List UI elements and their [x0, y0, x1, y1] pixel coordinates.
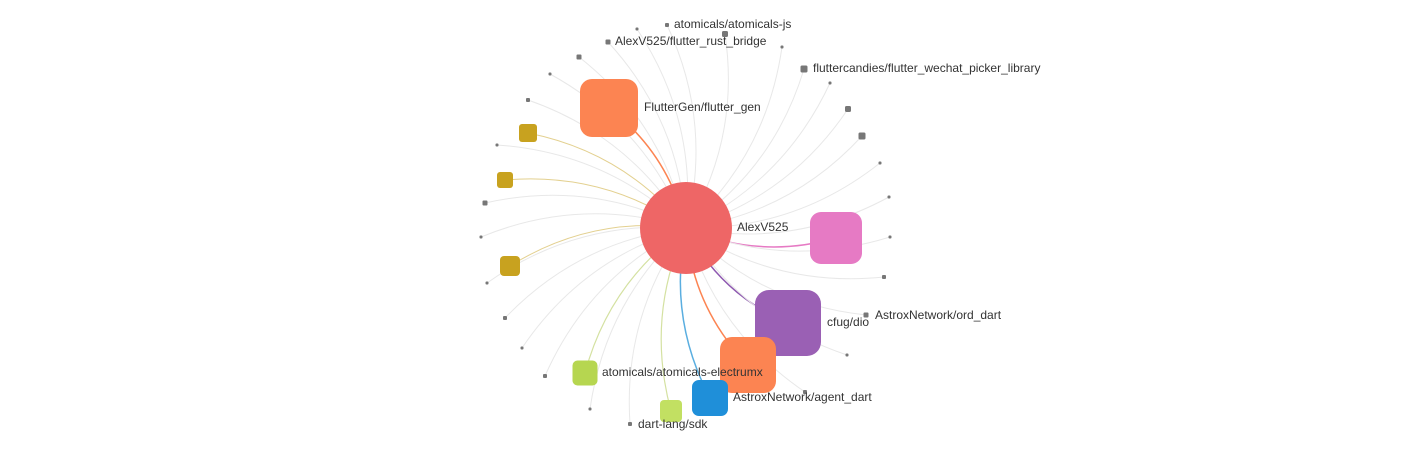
node-gray-22[interactable] [845, 353, 849, 357]
node-gray-20[interactable] [888, 235, 892, 239]
node-gray-4[interactable] [576, 54, 582, 60]
label-dart-sdk: dart-lang/sdk [638, 417, 708, 431]
label-flutter-gen: FlutterGen/flutter_gen [644, 100, 761, 114]
node-gray-8[interactable] [482, 200, 488, 206]
node-gray-19[interactable] [887, 195, 891, 199]
node-flutter-gen[interactable] [580, 79, 638, 137]
labels-layer: AlexV525 FlutterGen/flutter_gen atomical… [602, 17, 1040, 431]
node-gray-11[interactable] [503, 316, 507, 320]
node-orange-repo[interactable] [720, 337, 776, 393]
node-gray-9[interactable] [479, 235, 483, 239]
label-atomicals-js: atomicals/atomicals-js [674, 17, 791, 31]
center-node-label: AlexV525 [737, 220, 789, 234]
node-dart-sdk[interactable] [628, 422, 632, 426]
node-gray-23[interactable] [803, 390, 807, 394]
node-gold-2[interactable] [497, 172, 513, 188]
node-wechat-picker[interactable] [800, 65, 808, 73]
node-gray-12[interactable] [520, 346, 524, 350]
node-gray-13[interactable] [543, 374, 547, 378]
node-gray-3[interactable] [635, 27, 639, 31]
node-gray-14[interactable] [588, 407, 592, 411]
node-atomicals-electrumx[interactable] [572, 360, 598, 386]
label-wechat-picker: fluttercandies/flutter_wechat_picker_lib… [813, 61, 1040, 75]
node-gray-10[interactable] [485, 281, 489, 285]
node-lime-repo[interactable] [660, 400, 682, 422]
node-gray-21[interactable] [882, 275, 886, 279]
node-gold-1[interactable] [519, 124, 537, 142]
label-atomicals-electrumx: atomicals/atomicals-electrumx [602, 365, 763, 379]
node-gray-6[interactable] [526, 98, 530, 102]
node-agent-dart[interactable] [692, 380, 728, 416]
node-gray-17[interactable] [858, 132, 866, 140]
label-dio: cfug/dio [827, 315, 869, 329]
node-gray-5[interactable] [548, 72, 552, 76]
node-atomicals-js[interactable] [665, 23, 669, 27]
node-gray-18[interactable] [878, 161, 882, 165]
nodes-layer [479, 23, 892, 426]
label-agent-dart: AstroxNetwork/agent_dart [733, 390, 872, 404]
node-gray-15[interactable] [828, 81, 832, 85]
node-ord-dart[interactable] [863, 312, 869, 318]
node-cfug-dio[interactable] [755, 290, 821, 356]
node-gray-16[interactable] [845, 106, 851, 112]
center-node[interactable] [640, 182, 732, 274]
node-flutter-rust-bridge[interactable] [605, 39, 611, 45]
node-gray-2[interactable] [780, 45, 784, 49]
node-gray-1[interactable] [722, 31, 728, 37]
node-gray-7[interactable] [495, 143, 499, 147]
label-flutter-rust-bridge: AlexV525/flutter_rust_bridge [615, 34, 767, 48]
node-gold-3[interactable] [500, 256, 520, 276]
label-ord-dart: AstroxNetwork/ord_dart [875, 308, 1002, 322]
node-pink-repo[interactable] [810, 212, 862, 264]
